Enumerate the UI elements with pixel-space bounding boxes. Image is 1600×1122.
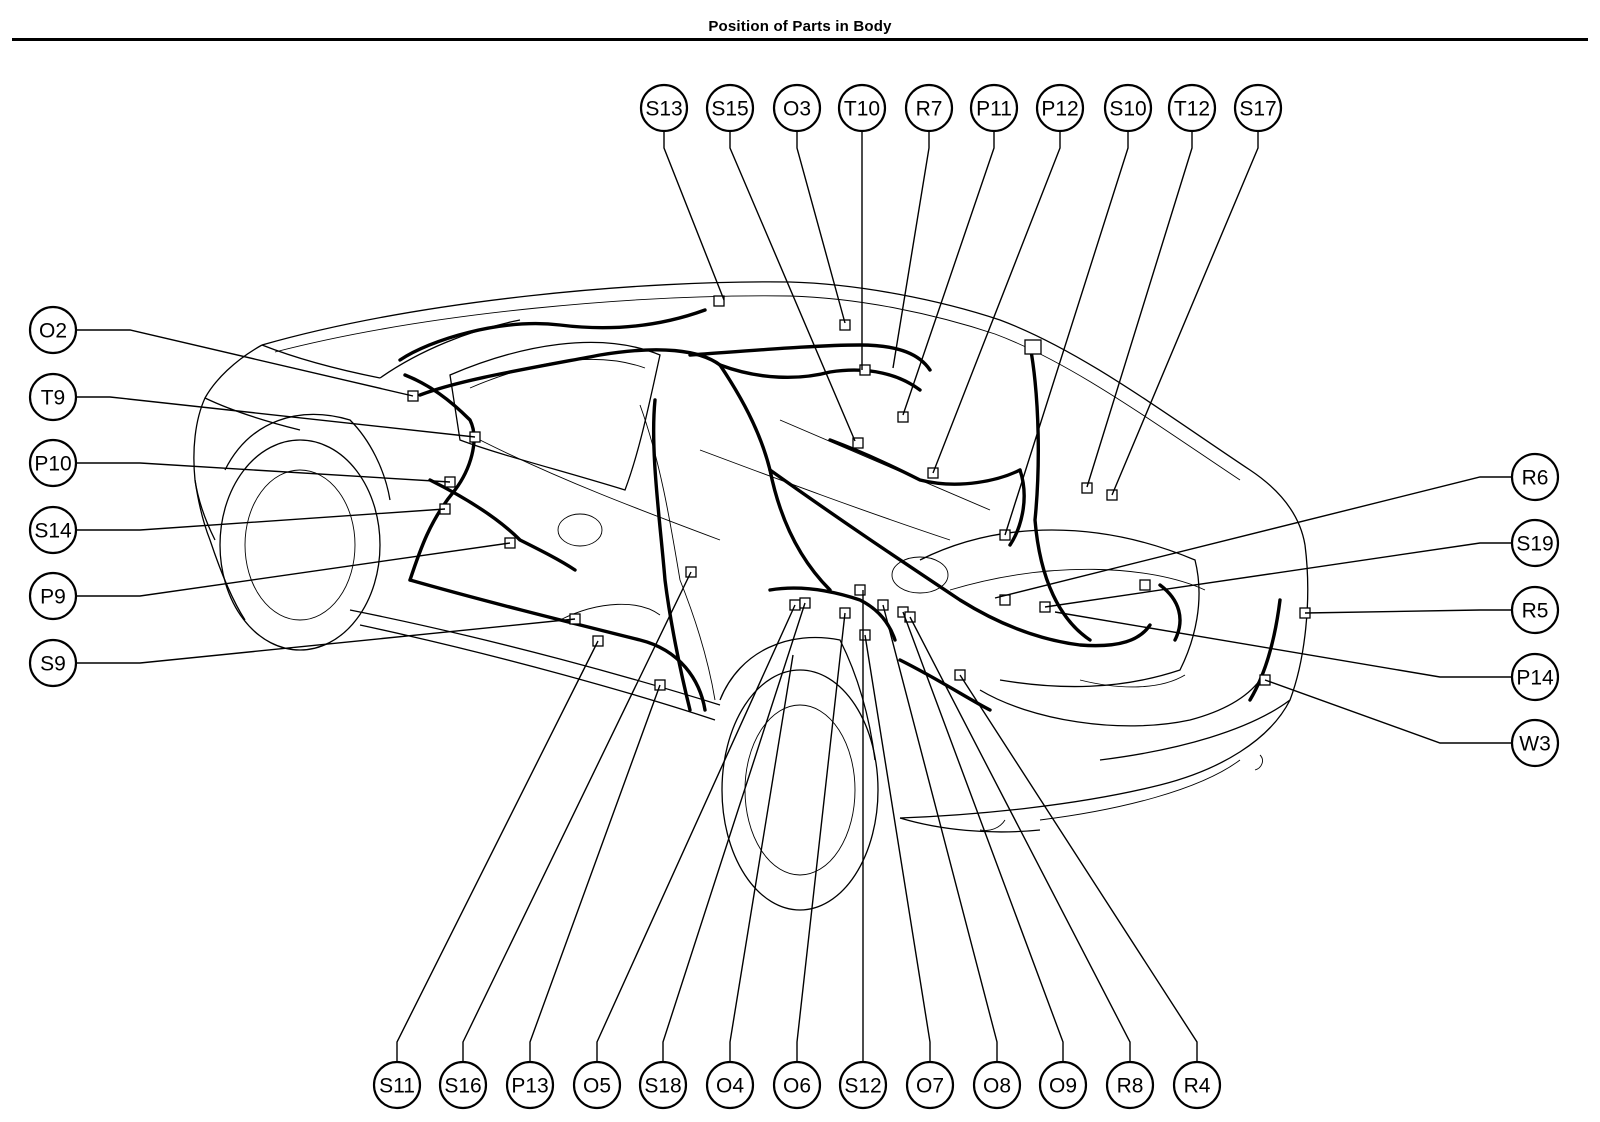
- callout-right-r5: R5: [1510, 585, 1560, 635]
- callout-label: R5: [1522, 600, 1549, 623]
- callout-bottom-o6: O6: [772, 1060, 822, 1110]
- callout-bottom-s11: S11: [372, 1060, 422, 1110]
- callout-label: O7: [916, 1075, 944, 1098]
- leader-lines: [76, 130, 1512, 1062]
- callout-top-t10: T10: [837, 83, 887, 133]
- callout-label: S10: [1109, 98, 1146, 121]
- callout-left-p9: P9: [28, 571, 78, 621]
- callout-right-w3: W3: [1510, 718, 1560, 768]
- callout-label: S9: [40, 653, 66, 676]
- callout-bottom-o9: O9: [1038, 1060, 1088, 1110]
- callout-bottom-o4: O4: [705, 1060, 755, 1110]
- callout-top-s17: S17: [1233, 83, 1283, 133]
- callout-label: T9: [41, 387, 66, 410]
- callout-label: O3: [783, 98, 811, 121]
- callout-label: S16: [444, 1075, 481, 1098]
- callout-bottom-s18: S18: [638, 1060, 688, 1110]
- callout-label: P12: [1041, 98, 1078, 121]
- callout-label: S17: [1239, 98, 1276, 121]
- callout-label: P9: [40, 586, 66, 609]
- callout-bottom-r4: R4: [1172, 1060, 1222, 1110]
- callout-left-p10: P10: [28, 438, 78, 488]
- callout-left-t9: T9: [28, 372, 78, 422]
- callout-top-p11: P11: [969, 83, 1019, 133]
- callout-bottom-o7: O7: [905, 1060, 955, 1110]
- callout-bottom-s16: S16: [438, 1060, 488, 1110]
- callout-label: P13: [511, 1075, 548, 1098]
- callout-label: S12: [844, 1075, 881, 1098]
- callout-left-s14: S14: [28, 505, 78, 555]
- callout-bottom-p13: P13: [505, 1060, 555, 1110]
- callout-label: T10: [844, 98, 880, 121]
- callout-label: W3: [1519, 733, 1551, 756]
- callout-top-t12: T12: [1167, 83, 1217, 133]
- callout-label: S11: [379, 1075, 415, 1098]
- callout-left-s9: S9: [28, 638, 78, 688]
- callout-label: S18: [644, 1075, 681, 1098]
- callout-bottom-o8: O8: [972, 1060, 1022, 1110]
- car-body-outline: [193, 281, 1309, 911]
- callout-label: O9: [1049, 1075, 1077, 1098]
- callout-label: S19: [1516, 533, 1553, 556]
- callout-left-o2: O2: [28, 305, 78, 355]
- callout-right-r6: R6: [1510, 452, 1560, 502]
- callout-top-s15: S15: [705, 83, 755, 133]
- callout-label: O5: [583, 1075, 611, 1098]
- callout-label: R8: [1117, 1075, 1144, 1098]
- callout-right-p14: P14: [1510, 652, 1560, 702]
- callout-top-s10: S10: [1103, 83, 1153, 133]
- connectors: [407, 295, 1311, 691]
- callout-label: O8: [983, 1075, 1011, 1098]
- callout-label: O4: [716, 1075, 744, 1098]
- callout-label: P10: [34, 453, 71, 476]
- callout-bottom-r8: R8: [1105, 1060, 1155, 1110]
- callout-top-o3: O3: [772, 83, 822, 133]
- callout-label: S14: [34, 520, 72, 543]
- callout-top-r7: R7: [904, 83, 954, 133]
- callout-label: T12: [1174, 98, 1210, 121]
- callout-label: S15: [711, 98, 748, 121]
- callout-right-s19: S19: [1510, 518, 1560, 568]
- callout-label: R7: [916, 98, 943, 121]
- callout-top-p12: P12: [1035, 83, 1085, 133]
- callout-label: O6: [783, 1075, 811, 1098]
- page-title: Position of Parts in Body: [708, 18, 892, 35]
- callout-label: S13: [645, 98, 682, 121]
- callout-label: R6: [1522, 467, 1549, 490]
- callout-bottom-s12: S12: [838, 1060, 888, 1110]
- wire-harness: [398, 308, 1282, 712]
- callout-top-s13: S13: [639, 83, 689, 133]
- callout-bottom-o5: O5: [572, 1060, 622, 1110]
- title-rule: [12, 38, 1588, 41]
- callout-label: P11: [976, 98, 1012, 121]
- callout-label: O2: [39, 320, 67, 343]
- callout-label: R4: [1184, 1075, 1211, 1098]
- callout-label: P14: [1516, 667, 1554, 690]
